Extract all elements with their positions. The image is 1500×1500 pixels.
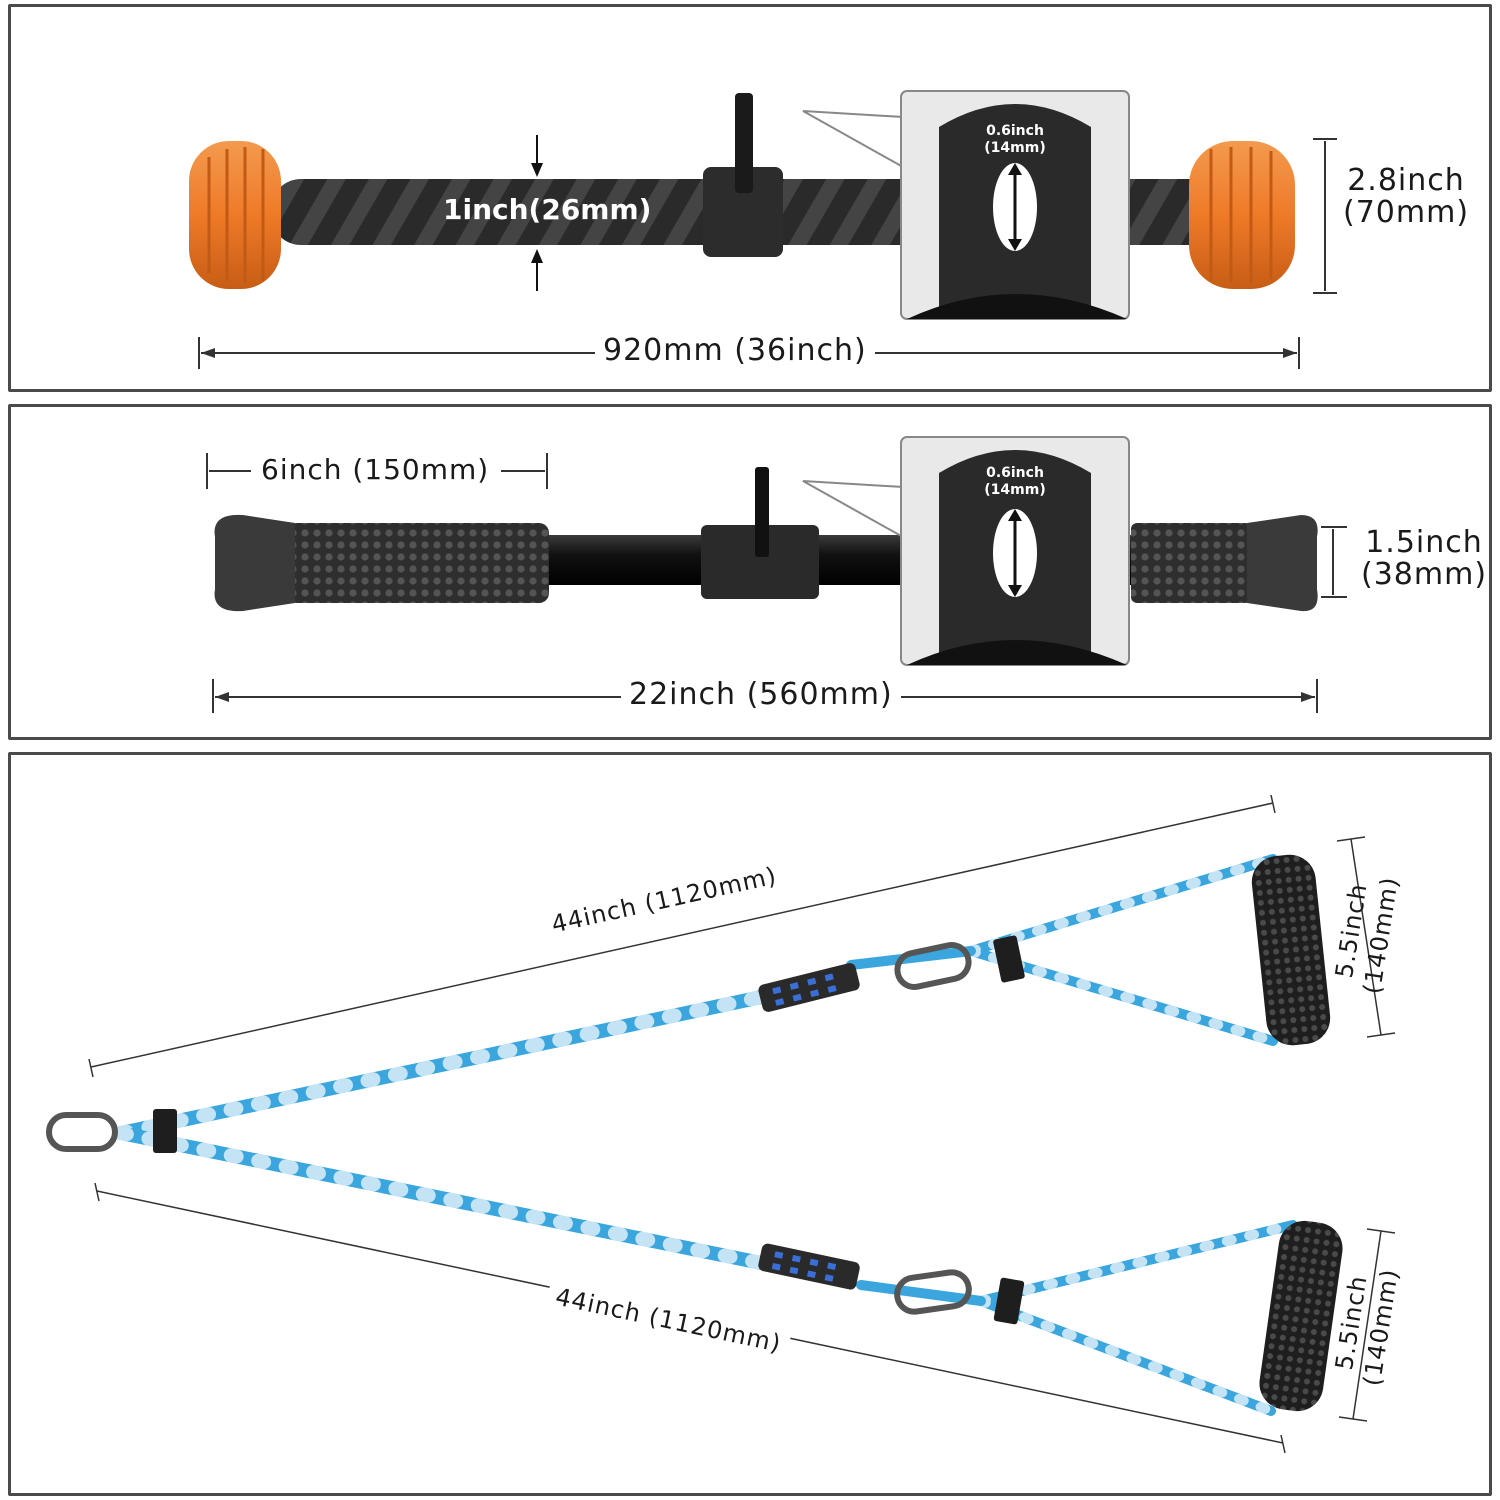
eye-hole-inch: 0.6inch bbox=[986, 123, 1044, 139]
tricep-rope-panel: 1inch(26mm) 0.6inch (14mm) 2.8inch (70mm… bbox=[8, 4, 1492, 392]
bar-eye-hole-label: 0.6inch (14mm) bbox=[977, 465, 1053, 499]
upper-carabiner bbox=[894, 942, 972, 990]
right-grip bbox=[1131, 523, 1251, 603]
end-cap-inch: 2.8inch bbox=[1347, 163, 1465, 198]
lower-carabiner bbox=[894, 1269, 972, 1315]
blue-ropes bbox=[114, 854, 1298, 1416]
grip-inch: 1.5inch bbox=[1365, 525, 1483, 560]
end-cap-mm: (70mm) bbox=[1343, 195, 1470, 230]
right-end-cap bbox=[1189, 141, 1295, 289]
handles-panel: 44inch (1120mm) 44inch (1120mm) 5.5inch … bbox=[8, 752, 1492, 1496]
lower-handle-grip bbox=[1259, 1220, 1343, 1412]
eye-hole-mm: (14mm) bbox=[984, 140, 1046, 156]
v-bar-panel: 6inch (150mm) 0.6inch (14mm) 1.5inch (38… bbox=[8, 404, 1492, 740]
grip-size-label: 1.5inch (38mm) bbox=[1361, 527, 1487, 591]
left-end-cap bbox=[189, 141, 281, 289]
left-grip bbox=[287, 523, 549, 603]
upper-handle-grip bbox=[1251, 854, 1331, 1046]
rope-diameter-label: 1inch(26mm) bbox=[443, 193, 652, 226]
eye-hole-label: 0.6inch (14mm) bbox=[977, 123, 1053, 157]
rope-clamp bbox=[703, 167, 783, 257]
rope-length-label: 920mm (36inch) bbox=[595, 333, 875, 368]
lower-crimp bbox=[758, 1243, 860, 1290]
bar-eye-hole-inch: 0.6inch bbox=[986, 465, 1044, 481]
anchor-carabiner bbox=[46, 1112, 118, 1152]
v-bar-illustration bbox=[206, 436, 1347, 713]
bar-length-label: 22inch (560mm) bbox=[621, 677, 901, 712]
upper-crimp bbox=[758, 963, 860, 1012]
bar-eye-hole-mm: (14mm) bbox=[984, 482, 1046, 498]
handles-illustration bbox=[46, 794, 1396, 1454]
grip-mm: (38mm) bbox=[1361, 557, 1488, 592]
bar-clamp bbox=[701, 525, 819, 599]
grip-length-label: 6inch (150mm) bbox=[261, 453, 490, 486]
end-cap-size-label: 2.8inch (70mm) bbox=[1343, 165, 1469, 229]
